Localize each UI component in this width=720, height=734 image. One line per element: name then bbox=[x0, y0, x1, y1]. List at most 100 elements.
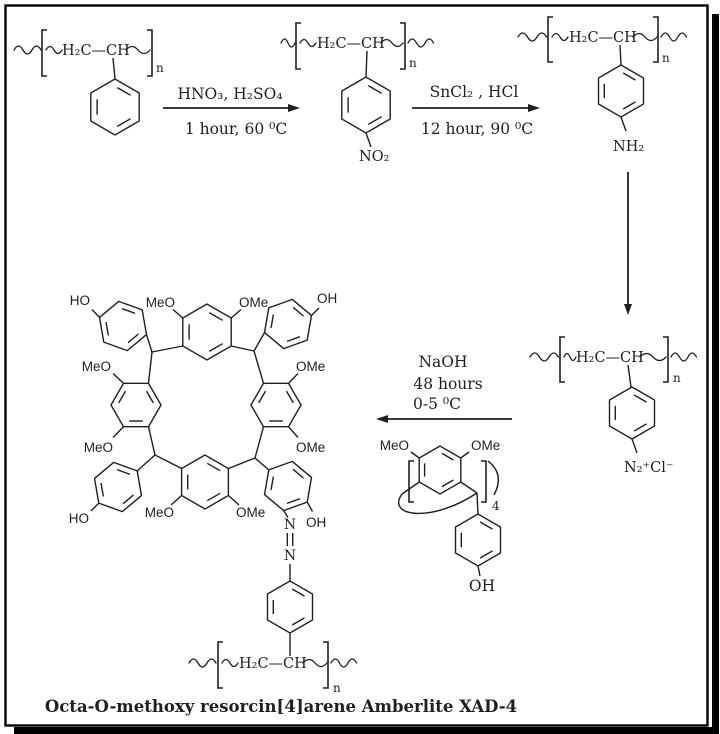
inner-double-bond bbox=[479, 550, 493, 559]
benzene-ring bbox=[454, 513, 502, 567]
benzene-ring bbox=[597, 64, 645, 118]
close-bracket bbox=[663, 336, 669, 383]
close-bracket bbox=[147, 29, 153, 77]
benzene-ring bbox=[250, 382, 302, 428]
step2-conditions-label: 12 hour, 90 ⁰C bbox=[421, 120, 533, 138]
unit-bottom-polystyrene: H₂C—CH n bbox=[188, 580, 358, 695]
ring-outline bbox=[90, 78, 140, 136]
ho-label: HO bbox=[69, 511, 89, 526]
oh-label: OH bbox=[317, 291, 337, 306]
chain-squiggle bbox=[221, 658, 239, 668]
bond bbox=[365, 132, 372, 148]
ome-label: OMe bbox=[296, 359, 325, 374]
ring-outline bbox=[597, 64, 645, 118]
open-bracket bbox=[217, 641, 223, 689]
temperature-label: 0-5 ⁰C bbox=[413, 395, 461, 413]
bond bbox=[365, 50, 368, 78]
open-bracket bbox=[408, 460, 414, 503]
bond bbox=[631, 438, 638, 454]
repeat-n: n bbox=[662, 51, 670, 65]
chain-squiggle bbox=[188, 658, 217, 668]
bond bbox=[112, 426, 125, 438]
inner-double-bond bbox=[286, 336, 301, 343]
chain-squiggle bbox=[330, 658, 358, 668]
unit-polystyrene: H₂C—CH n bbox=[13, 29, 164, 136]
arrow-down bbox=[624, 172, 632, 315]
inner-double-bond bbox=[208, 311, 223, 321]
benzene-ring bbox=[90, 78, 140, 136]
inner-double-bond bbox=[116, 468, 131, 475]
bond bbox=[90, 502, 100, 512]
frame-shadow-bottom bbox=[14, 727, 719, 734]
inner-double-bond bbox=[286, 498, 301, 505]
backbone-formula: H₂C—CH bbox=[62, 43, 130, 59]
bond bbox=[112, 372, 124, 384]
bond bbox=[147, 351, 153, 384]
ring-outline bbox=[266, 580, 314, 634]
chain-squiggle bbox=[407, 38, 435, 48]
chain-squiggle bbox=[563, 352, 577, 362]
inner-double-bond bbox=[367, 116, 382, 126]
bond bbox=[231, 345, 255, 352]
close-bracket bbox=[400, 22, 406, 70]
close-bracket bbox=[323, 641, 329, 689]
bond bbox=[306, 501, 314, 512]
backbone-formula: H₂C—CH bbox=[576, 350, 644, 366]
step1-conditions-label: 1 hour, 60 ⁰C bbox=[185, 120, 287, 138]
ring-outline bbox=[250, 382, 302, 428]
open-bracket bbox=[547, 16, 553, 63]
benzene-ring bbox=[341, 76, 391, 134]
repeat-n: n bbox=[409, 56, 417, 70]
ring-outline bbox=[180, 454, 230, 510]
inner-double-bond bbox=[105, 321, 110, 336]
meo-label: MeO bbox=[145, 505, 174, 520]
inner-double-bond bbox=[292, 468, 304, 479]
ring-outline bbox=[454, 513, 502, 567]
backbone-formula: H₂C—CH bbox=[317, 36, 385, 52]
ring-outline bbox=[418, 445, 462, 495]
inner-double-bond bbox=[291, 617, 305, 626]
bond bbox=[410, 451, 420, 459]
nh2-label: NH₂ bbox=[613, 139, 644, 155]
ho-label: HO bbox=[70, 293, 90, 308]
chain-squiggle bbox=[45, 45, 63, 55]
bond bbox=[170, 494, 183, 506]
bond bbox=[627, 364, 632, 388]
chain-squiggle bbox=[670, 352, 698, 362]
inner-double-bond bbox=[633, 394, 647, 403]
inner-double-bond bbox=[206, 492, 221, 502]
arrow-head bbox=[624, 304, 632, 315]
chain-squiggle bbox=[632, 32, 658, 42]
inner-double-bond bbox=[291, 588, 305, 597]
bond bbox=[460, 451, 470, 459]
ome-label: OMe bbox=[239, 295, 268, 310]
oh-label: OH bbox=[306, 515, 326, 530]
meo-label: MeO bbox=[82, 359, 111, 374]
macrocycle-arc bbox=[398, 492, 478, 515]
bond bbox=[254, 457, 270, 471]
bond bbox=[253, 332, 266, 352]
chain-squiggle bbox=[380, 38, 404, 48]
chain-squiggle bbox=[299, 38, 317, 48]
inner-double-bond bbox=[633, 423, 647, 432]
chain-squiggle bbox=[660, 32, 688, 42]
meo-label: MeO bbox=[380, 438, 409, 453]
macrocycle-product: MeO OMe MeO MeO OMe OMe MeO OMe HO OH HO… bbox=[69, 291, 338, 530]
inner-double-bond bbox=[441, 452, 454, 461]
bond bbox=[227, 494, 240, 506]
open-bracket bbox=[295, 22, 301, 70]
chain-squiggle bbox=[551, 32, 569, 42]
chain-squiggle bbox=[639, 352, 667, 362]
bond bbox=[112, 57, 116, 80]
inner-double-bond bbox=[479, 521, 493, 530]
chain-squiggle bbox=[125, 45, 151, 55]
benzene-ring bbox=[182, 303, 232, 361]
bond bbox=[283, 510, 289, 518]
inner-double-bond bbox=[258, 390, 267, 404]
inner-double-bond bbox=[100, 482, 105, 497]
benzene-ring bbox=[98, 300, 148, 352]
ring-outline bbox=[110, 382, 162, 428]
bond bbox=[287, 373, 299, 384]
inner-double-bond bbox=[622, 72, 636, 81]
